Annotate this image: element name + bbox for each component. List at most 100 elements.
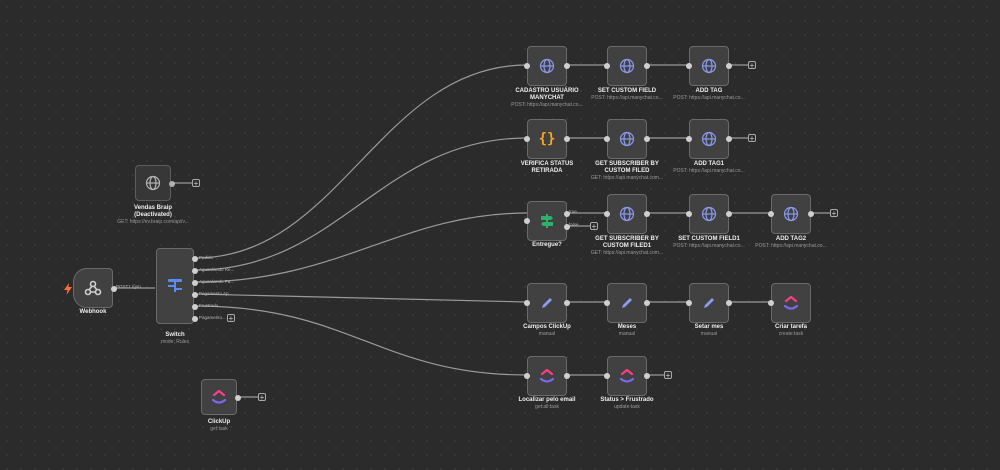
input-handle[interactable] [686, 63, 692, 69]
input-handle[interactable] [686, 211, 692, 217]
get-subscriber1-node[interactable] [604, 194, 650, 234]
output-handle[interactable] [169, 181, 175, 187]
meses-node[interactable] [604, 283, 650, 323]
clickup-title-text: ClickUp [207, 419, 231, 425]
input-handle[interactable] [524, 300, 530, 306]
vendas-braip-node[interactable] [135, 165, 175, 201]
setcf1-sub: POST: https://api.manychat.co... [673, 243, 745, 249]
output-handle[interactable] [726, 300, 732, 306]
add-node-button[interactable]: + [227, 314, 235, 323]
set-custom-field1-title: SET CUSTOM FIELD1 POST: https://api.many… [649, 236, 769, 249]
pencil-icon [620, 296, 634, 310]
localizar-sub: get:all:task [535, 404, 559, 410]
input-handle[interactable] [604, 300, 610, 306]
setar-mes-node[interactable] [686, 283, 732, 323]
input-handle[interactable] [524, 218, 530, 224]
add-node-button[interactable]: + [192, 179, 200, 188]
input-handle[interactable] [686, 136, 692, 142]
output-handle[interactable] [644, 300, 650, 306]
clickup-icon [539, 369, 555, 383]
output-handle[interactable] [644, 63, 650, 69]
add-tag2-node[interactable] [768, 194, 814, 234]
cadastro-l1: CADASTRO USUÁRIO [515, 88, 579, 94]
localizar-l1: Localizar pelo email [518, 397, 576, 403]
output-handle[interactable] [808, 211, 814, 217]
switch-output-2[interactable] [192, 268, 198, 274]
input-handle[interactable] [604, 136, 610, 142]
add-tag-node[interactable] [686, 46, 732, 86]
get-subscriber1-title: GET SUBSCRIBER BY CUSTOM FILED1 GET: htt… [567, 236, 687, 256]
setar-mes-title: Setar mes manual [649, 324, 769, 337]
meses-title: Meses manual [567, 324, 687, 337]
true-output-handle[interactable] [564, 211, 570, 217]
webhook-output-handle[interactable] [111, 286, 117, 292]
input-handle[interactable] [686, 300, 692, 306]
switch-node[interactable] [156, 248, 198, 324]
set-custom-field-node[interactable] [604, 46, 650, 86]
cadastro-node[interactable] [524, 46, 570, 86]
webhook-node[interactable] [73, 268, 117, 308]
add-node-button[interactable]: + [830, 209, 838, 218]
get-subscriber-node[interactable] [604, 119, 650, 159]
getsub1-l1: GET SUBSCRIBER BY [595, 236, 659, 242]
switch-out-label: Aguardando Pa... [199, 279, 235, 284]
criar-tarefa-node[interactable] [768, 283, 811, 323]
output-handle[interactable] [564, 373, 570, 379]
localizar-node[interactable] [524, 356, 570, 396]
input-handle[interactable] [604, 211, 610, 217]
false-output-handle[interactable] [564, 224, 570, 230]
output-handle[interactable] [644, 211, 650, 217]
localizar-title: Localizar pelo email get:all:task [487, 397, 607, 410]
switch-out-label: Pagamento... [199, 315, 226, 320]
add-node-button[interactable]: + [590, 222, 598, 231]
output-handle[interactable] [564, 63, 570, 69]
campos-title: Campos ClickUp manual [487, 324, 607, 337]
get-subscriber-title: GET SUBSCRIBER BY CUSTOM FILED GET: http… [567, 161, 687, 181]
output-handle[interactable] [644, 136, 650, 142]
output-handle[interactable] [564, 136, 570, 142]
getsub-l2: CUSTOM FILED [604, 168, 650, 174]
clickup-node[interactable] [201, 379, 241, 415]
switch-title: Switch mode: Rules [115, 332, 235, 345]
output-handle[interactable] [726, 136, 732, 142]
criar-tarefa-title: Criar tarefa create:task [731, 324, 851, 337]
set-custom-field1-node[interactable] [686, 194, 732, 234]
switch-output-3[interactable] [192, 280, 198, 286]
verifica-status-node[interactable]: {} [524, 119, 570, 159]
output-handle[interactable] [726, 63, 732, 69]
addtag1-l1: ADD TAG1 [693, 161, 725, 167]
switch-output-5[interactable] [192, 304, 198, 310]
add-node-button[interactable]: + [748, 61, 756, 70]
input-handle[interactable] [604, 63, 610, 69]
switch-output-6[interactable] [192, 316, 198, 322]
entregue-node[interactable] [524, 201, 570, 241]
switch-output-4[interactable] [192, 292, 198, 298]
vendas-subtitle: GET: https://ev.braip.com/api/v... [117, 219, 189, 225]
switch-output-1[interactable] [192, 256, 198, 262]
setcf-l1: SET CUSTOM FIELD [597, 88, 657, 94]
status-frustrado-node[interactable] [604, 356, 650, 396]
output-handle[interactable] [726, 211, 732, 217]
output-handle[interactable] [644, 373, 650, 379]
add-node-button[interactable]: + [748, 134, 756, 143]
input-handle[interactable] [524, 136, 530, 142]
globe-icon [619, 131, 635, 147]
input-handle[interactable] [768, 300, 774, 306]
input-handle[interactable] [524, 63, 530, 69]
add-tag1-node[interactable] [686, 119, 732, 159]
entregue-title: Entregue? [532, 242, 562, 248]
if-signpost-icon [539, 213, 555, 229]
pencil-icon [540, 296, 554, 310]
switch-subtitle: mode: Rules [160, 339, 190, 345]
input-handle[interactable] [524, 373, 530, 379]
campos-clickup-node[interactable] [524, 283, 570, 323]
switch-out-label: Aguardando Re... [199, 267, 235, 272]
output-handle[interactable] [564, 300, 570, 306]
add-node-button[interactable]: + [664, 371, 672, 380]
clickup-icon [211, 390, 227, 404]
output-handle[interactable] [235, 395, 241, 401]
input-handle[interactable] [768, 211, 774, 217]
input-handle[interactable] [604, 373, 610, 379]
add-node-button[interactable]: + [258, 393, 266, 402]
